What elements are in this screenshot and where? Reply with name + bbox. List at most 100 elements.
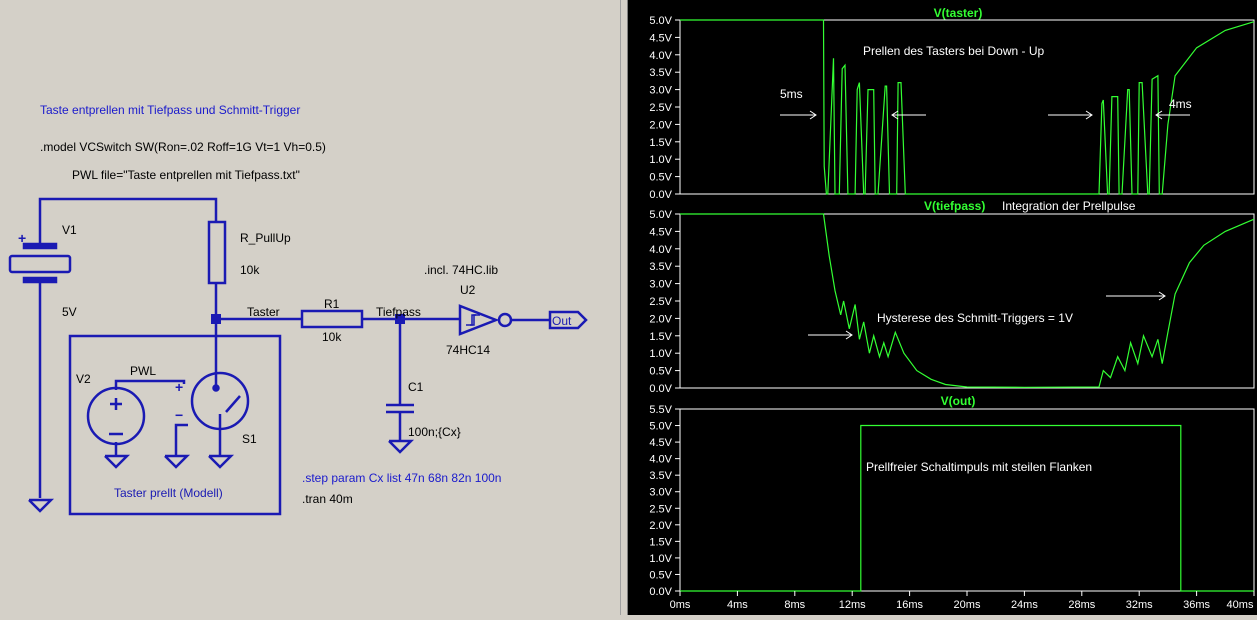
- y-tick-label: 3.5V: [649, 470, 672, 482]
- y-tick-label: 1.5V: [649, 536, 672, 548]
- trace-label-taster[interactable]: V(taster): [934, 6, 983, 20]
- x-tick-label: 28ms: [1068, 599, 1095, 611]
- wire-top-rail: [38, 197, 218, 226]
- plot-pane-tiefpass[interactable]: V(tiefpass) Integration der Prellpulse 5…: [649, 199, 1255, 395]
- s1-control-minus-sign: −: [175, 407, 183, 423]
- y-tick-label: 4.5V: [649, 32, 672, 44]
- wire-v2-switch: [114, 379, 186, 390]
- r-pullup-value-label: 10k: [240, 263, 260, 277]
- ground-symbols: [28, 439, 415, 513]
- y-tick-label: 3.0V: [649, 85, 672, 97]
- y-tick-label: 2.5V: [649, 503, 672, 515]
- annotation-4ms: 4ms: [1169, 97, 1192, 111]
- ground-c1-icon: [388, 439, 415, 454]
- y-tick-label: 2.5V: [649, 102, 672, 114]
- y-tick-label: 2.0V: [649, 520, 672, 532]
- v2-value-label: PWL: [130, 364, 156, 378]
- x-tick-label: 32ms: [1126, 599, 1153, 611]
- u2-name-label: U2: [460, 283, 476, 297]
- r-pullup-resistor[interactable]: [207, 220, 227, 285]
- c1-name-label: C1: [408, 380, 424, 394]
- y-tick-label: 1.5V: [649, 331, 672, 343]
- y-tick-label: 0.0V: [649, 383, 672, 395]
- v1-source[interactable]: [8, 226, 72, 285]
- schematic-editor-pane[interactable]: + V1 5V R_PullUp 10k Taster R1 10k Tiefp…: [0, 0, 620, 615]
- pane-splitter[interactable]: [620, 0, 628, 615]
- v2-voltage-source[interactable]: [86, 386, 146, 446]
- r-pullup-name-label: R_PullUp: [240, 231, 291, 245]
- annotation-prellen: Prellen des Tasters bei Down - Up: [863, 44, 1045, 58]
- plot-frame-out: [679, 408, 1255, 592]
- x-tick-label: 24ms: [1011, 599, 1038, 611]
- pwl-directive[interactable]: PWL file="Taste entprellen mit Tiefpass.…: [72, 168, 300, 182]
- ground-v2-icon: [104, 454, 131, 469]
- y-tick-label: 1.5V: [649, 137, 672, 149]
- x-tick-label: 12ms: [839, 599, 866, 611]
- plot-pane-taster[interactable]: V(taster) 5.0V4.5V4.0V3.5V3.0V2.5V2.0V1.…: [649, 6, 1255, 201]
- x-tick-label: 20ms: [954, 599, 981, 611]
- schematic-wires: [38, 197, 550, 498]
- taster-model-box[interactable]: [68, 334, 282, 516]
- waveform-viewer-pane[interactable]: V(taster) 5.0V 4.5V 4.0V 3.5V 3.0V 2.5V 2.0V 1.…: [628, 0, 1257, 615]
- taster-net-label: Taster: [247, 305, 280, 319]
- y-tick-label: 5.5V: [649, 404, 672, 416]
- y-tick-label: 3.0V: [649, 279, 672, 291]
- u2-schmitt-inverter[interactable]: [458, 304, 513, 336]
- model-directive[interactable]: .model VCSwitch SW(Ron=.02 Roff=1G Vt=1 …: [40, 140, 326, 154]
- trace-label-tiefpass[interactable]: V(tiefpass): [924, 199, 985, 213]
- ground-v1-icon: [28, 498, 55, 513]
- x-tick-label: 8ms: [784, 599, 805, 611]
- u2-value-label: 74HC14: [446, 343, 490, 357]
- taster-node-junction: [211, 314, 221, 324]
- step-directive[interactable]: .step param Cx list 47n 68n 82n 100n: [302, 471, 501, 485]
- s1-voltage-switch[interactable]: [190, 371, 250, 431]
- y-tick-label: 1.0V: [649, 154, 672, 166]
- annotation-5ms: 5ms: [780, 87, 803, 101]
- y-tick-label: 2.0V: [649, 313, 672, 325]
- plot-frame-tiefpass: [679, 213, 1255, 389]
- v2-name-label: V2: [76, 372, 91, 386]
- y-tick-label: 2.0V: [649, 119, 672, 131]
- y-axis-taster: 5.0V4.5V4.0V3.5V3.0V2.5V2.0V1.5V1.0V0.5V…: [649, 15, 680, 201]
- r1-resistor[interactable]: [300, 309, 364, 329]
- title-comment[interactable]: Taste entprellen mit Tiefpass und Schmit…: [40, 103, 300, 117]
- waveform-canvas[interactable]: V(taster) 5.0V 4.5V 4.0V 3.5V 3.0V 2.5V 2.0V 1.…: [628, 0, 1257, 615]
- annotation-hysterese: Hysterese des Schmitt-Triggers = 1V: [877, 311, 1073, 325]
- trace-label-out[interactable]: V(out): [941, 394, 976, 408]
- tiefpass-node-junction: [395, 314, 405, 324]
- y-tick-label: 5.0V: [649, 15, 672, 27]
- schematic-canvas[interactable]: + V1 5V R_PullUp 10k Taster R1 10k Tiefp…: [0, 0, 620, 615]
- incl-directive[interactable]: .incl. 74HC.lib: [424, 263, 498, 277]
- tran-directive[interactable]: .tran 40m: [302, 492, 353, 506]
- y-tick-label: 3.0V: [649, 487, 672, 499]
- c1-capacitor[interactable]: [386, 403, 414, 414]
- y-axis-tiefpass: 5.0V4.5V4.0V3.5V3.0V2.5V2.0V1.5V1.0V0.5V…: [649, 209, 680, 395]
- plot-pane-out[interactable]: V(out) 5.5V5.0V4.5V4.0V3.5V3.0V2.5V2.0V1…: [649, 394, 1255, 598]
- y-tick-label: 1.0V: [649, 553, 672, 565]
- y-tick-label: 4.5V: [649, 437, 672, 449]
- x-tick-label: 36ms: [1183, 599, 1210, 611]
- y-tick-label: 3.5V: [649, 261, 672, 273]
- taster-model-box-label: Taster prellt (Modell): [114, 486, 223, 500]
- y-tick-label: 0.5V: [649, 366, 672, 378]
- y-tick-label: 4.0V: [649, 454, 672, 466]
- out-port-label: Out: [552, 314, 572, 328]
- y-tick-label: 2.5V: [649, 296, 672, 308]
- trace-v-out: [680, 424, 1254, 592]
- pane-title-integration: Integration der Prellpulse: [1002, 199, 1136, 213]
- annotation-arrows-tiefpass: [808, 291, 1166, 340]
- tiefpass-net-label: Tiefpass: [376, 305, 421, 319]
- v1-value-label: 5V: [62, 305, 77, 319]
- v1-plus-sign: +: [18, 230, 26, 246]
- y-tick-label: 0.5V: [649, 172, 672, 184]
- y-tick-label: 4.0V: [649, 50, 672, 62]
- v1-name-label: V1: [62, 223, 77, 237]
- y-tick-label: 0.0V: [649, 189, 672, 201]
- r1-value-label: 10k: [322, 330, 342, 344]
- ground-switch-ctrl-icon: [164, 454, 191, 469]
- y-tick-label: 4.0V: [649, 244, 672, 256]
- trace-v-tiefpass: [680, 213, 1255, 388]
- r1-name-label: R1: [324, 297, 340, 311]
- y-tick-label: 0.0V: [649, 586, 672, 598]
- out-port-flag[interactable]: [548, 310, 588, 330]
